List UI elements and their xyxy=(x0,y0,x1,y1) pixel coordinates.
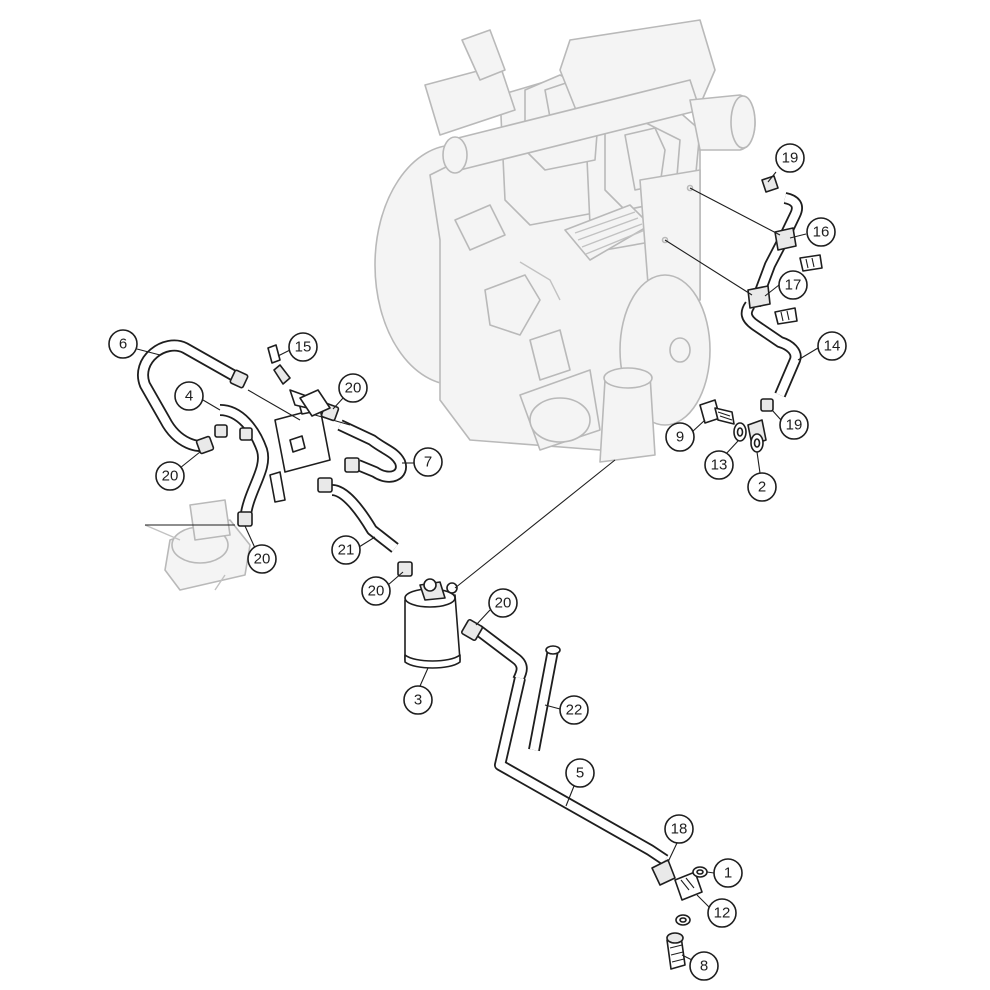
part-callouts: 19 16 17 14 19 9 xyxy=(108,143,847,981)
svg-text:19: 19 xyxy=(782,150,799,167)
return-line-fittings xyxy=(699,175,823,453)
callout-12: 12 xyxy=(707,898,737,928)
fuel-pump-ghost xyxy=(144,499,251,591)
svg-text:20: 20 xyxy=(495,595,512,612)
callout-9: 9 xyxy=(665,422,695,452)
svg-text:12: 12 xyxy=(714,905,731,922)
callout-6: 6 xyxy=(108,329,138,359)
callout-20-d: 20 xyxy=(361,576,391,606)
callout-19-top: 19 xyxy=(775,143,805,173)
svg-text:20: 20 xyxy=(162,468,179,485)
svg-text:21: 21 xyxy=(338,542,355,559)
callout-15: 15 xyxy=(288,332,318,362)
svg-text:22: 22 xyxy=(566,702,583,719)
callout-20-c: 20 xyxy=(247,544,277,574)
svg-text:2: 2 xyxy=(758,479,766,496)
svg-text:16: 16 xyxy=(813,224,830,241)
callout-14: 14 xyxy=(817,331,847,361)
svg-text:6: 6 xyxy=(119,336,127,353)
svg-text:3: 3 xyxy=(414,692,422,709)
svg-text:9: 9 xyxy=(676,429,684,446)
callout-21: 21 xyxy=(331,535,361,565)
svg-text:8: 8 xyxy=(700,958,708,975)
sensor-fitting xyxy=(267,344,331,417)
callout-1: 1 xyxy=(713,858,743,888)
fuel-filter xyxy=(404,578,461,669)
svg-text:19: 19 xyxy=(786,417,803,434)
svg-text:18: 18 xyxy=(671,821,688,838)
callout-19-right: 19 xyxy=(779,410,809,440)
callout-3: 3 xyxy=(403,685,433,715)
svg-text:20: 20 xyxy=(368,583,385,600)
callout-22: 22 xyxy=(559,695,589,725)
svg-text:1: 1 xyxy=(724,865,732,882)
svg-text:15: 15 xyxy=(295,339,312,356)
callout-17: 17 xyxy=(778,270,808,300)
callout-18: 18 xyxy=(664,814,694,844)
callout-20-a: 20 xyxy=(338,373,368,403)
callout-2: 2 xyxy=(747,472,777,502)
callout-5: 5 xyxy=(565,758,595,788)
svg-text:14: 14 xyxy=(824,338,841,355)
svg-text:20: 20 xyxy=(345,380,362,397)
svg-text:13: 13 xyxy=(711,457,728,474)
callout-7: 7 xyxy=(413,447,443,477)
svg-text:20: 20 xyxy=(254,551,271,568)
callout-13: 13 xyxy=(704,450,734,480)
callout-20-b: 20 xyxy=(155,461,185,491)
callout-4: 4 xyxy=(174,381,204,411)
callout-16: 16 xyxy=(806,217,836,247)
svg-text:4: 4 xyxy=(185,388,193,405)
assembly-guide-lines xyxy=(145,187,781,589)
svg-text:5: 5 xyxy=(576,765,584,782)
svg-text:17: 17 xyxy=(785,277,802,294)
tank-outlet-fittings xyxy=(651,859,708,970)
callout-20-e: 20 xyxy=(488,588,518,618)
engine-block-ghost xyxy=(374,19,756,463)
callout-8: 8 xyxy=(689,951,719,981)
svg-text:7: 7 xyxy=(424,454,432,471)
